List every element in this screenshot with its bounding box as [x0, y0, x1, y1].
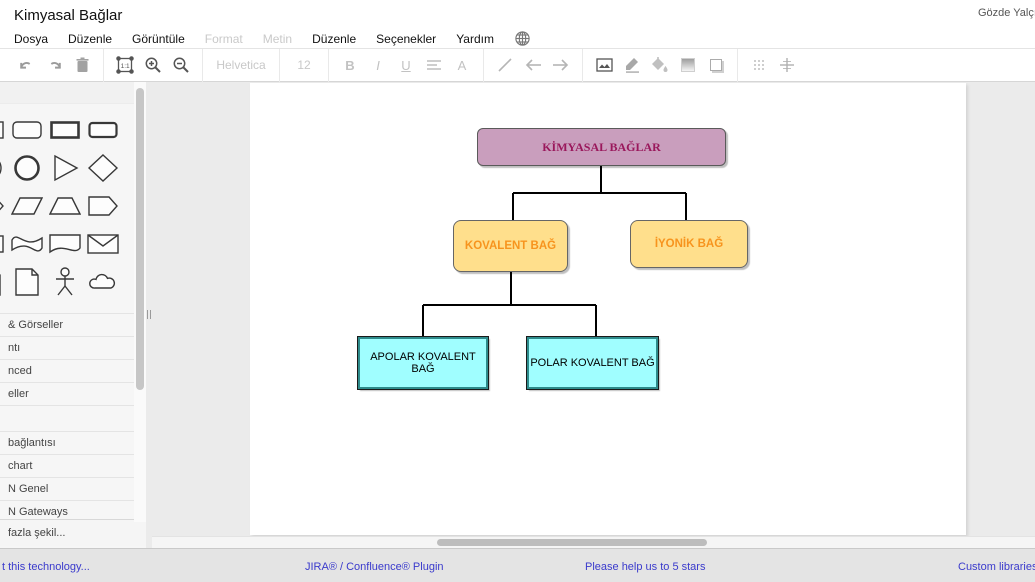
undo-icon[interactable]: [13, 51, 39, 79]
gradient-icon: [675, 51, 701, 79]
menu-secenekler[interactable]: Seçenekler: [376, 31, 437, 46]
shape-envelope[interactable]: [84, 225, 122, 263]
shape-circle[interactable]: [8, 149, 46, 187]
shape-note[interactable]: [8, 263, 46, 301]
shape-step-arrow[interactable]: [84, 187, 122, 225]
font-size-select: 12: [297, 58, 311, 72]
footer-link-custom-libraries[interactable]: Custom libraries: [958, 561, 1035, 573]
toolbar-separator: [202, 48, 203, 82]
redo-icon[interactable]: [41, 51, 67, 79]
shape-rectangle[interactable]: [0, 225, 8, 263]
actual-size-icon[interactable]: 1:1: [112, 51, 138, 79]
shape-bold-rectangle[interactable]: [46, 111, 84, 149]
footer-link-technology[interactable]: t this technology...: [2, 561, 90, 573]
toolbar-separator: [737, 48, 738, 82]
status-footer: t this technology... JIRA® / Confluence®…: [0, 548, 1035, 582]
menu-duzenle-arrange[interactable]: Düzenle: [312, 31, 357, 46]
canvas-horizontal-scrollbar[interactable]: [152, 536, 1035, 548]
menu-yardim[interactable]: Yardım: [456, 31, 494, 46]
footer-link-rate-us[interactable]: Please help us to 5 stars: [585, 561, 706, 573]
main-area: & Görseller ntı nced eller bağlantısı ch…: [0, 82, 1035, 548]
globe-icon[interactable]: [514, 30, 531, 47]
shape-note[interactable]: [0, 263, 8, 301]
category-row[interactable]: & Görseller: [0, 313, 146, 336]
toolbar: 1:1 Helvetica 12 B I U A: [0, 48, 1035, 82]
grid-icon[interactable]: [746, 51, 772, 79]
category-row[interactable]: [0, 405, 146, 431]
guides-icon[interactable]: [774, 51, 800, 79]
sidebar-splitter[interactable]: [146, 82, 152, 548]
shape-trapezoid[interactable]: [46, 187, 84, 225]
category-row[interactable]: ntı: [0, 336, 146, 359]
sidebar-scrollbar-thumb[interactable]: [136, 88, 144, 390]
shadow-icon: [703, 51, 729, 79]
edge-arrow-right-icon: [548, 51, 574, 79]
diagram-node-polar-kovalent-bag[interactable]: POLAR KOVALENT BAĞ: [526, 336, 659, 390]
footer-link-jira-plugin[interactable]: JIRA® / Confluence® Plugin: [305, 561, 444, 573]
category-row[interactable]: N Genel: [0, 477, 146, 500]
delete-icon[interactable]: [69, 51, 95, 79]
diagram-node-iyonik-bag[interactable]: İYONİK BAĞ: [630, 220, 748, 268]
toolbar-separator: [328, 48, 329, 82]
splitter-grip-icon: [147, 310, 151, 319]
diagram-edges[interactable]: [250, 83, 966, 535]
shape-rectangle[interactable]: [0, 111, 8, 149]
shape-ellipse[interactable]: [0, 149, 8, 187]
user-name: Gözde Yalçın: [978, 7, 1035, 19]
shape-palette: [0, 111, 122, 301]
category-row[interactable]: N Gateways: [0, 500, 146, 523]
canvas-background[interactable]: KİMYASAL BAĞLAR KOVALENT BAĞ İYONİK BAĞ …: [152, 82, 1035, 548]
underline-icon: U: [401, 57, 411, 73]
title-bar: Kimyasal Bağlar Gözde Yalçın Dosya Düzen…: [0, 0, 1035, 48]
drawing-page[interactable]: KİMYASAL BAĞLAR KOVALENT BAĞ İYONİK BAĞ …: [250, 83, 966, 535]
font-color-icon: A: [457, 57, 467, 73]
shape-actor[interactable]: [46, 263, 84, 301]
menu-dosya[interactable]: Dosya: [14, 31, 49, 46]
document-title[interactable]: Kimyasal Bağlar: [14, 7, 123, 24]
menu-format: Format: [204, 31, 243, 46]
toolbar-separator: [279, 48, 280, 82]
edge-arrow-left-icon: [520, 51, 546, 79]
toolbar-separator: [582, 48, 583, 82]
shape-banner[interactable]: [8, 225, 46, 263]
fill-color-icon: [647, 51, 673, 79]
svg-text:1:1: 1:1: [121, 63, 130, 70]
diagram-node-kovalent-bag[interactable]: KOVALENT BAĞ: [453, 220, 568, 272]
diagram-node-apolar-kovalent-bag[interactable]: APOLAR KOVALENT BAĞ: [357, 336, 489, 390]
zoom-out-icon[interactable]: [168, 51, 194, 79]
shape-category-list: & Görseller ntı nced eller bağlantısı ch…: [0, 313, 146, 523]
align-icon: [421, 51, 447, 79]
shape-chevron[interactable]: [0, 187, 8, 225]
sidebar-header-partial: [0, 82, 146, 104]
bold-icon: B: [345, 57, 355, 73]
category-row[interactable]: chart: [0, 454, 146, 477]
image-icon[interactable]: [591, 51, 617, 79]
menu-duzenle[interactable]: Düzenle: [68, 31, 113, 46]
shape-bold-rounded-rectangle[interactable]: [84, 111, 122, 149]
line-color-icon: [619, 51, 645, 79]
shape-triangle[interactable]: [46, 149, 84, 187]
sidebar-scrollbar[interactable]: [134, 82, 146, 522]
canvas-horizontal-scrollbar-thumb[interactable]: [437, 539, 707, 546]
category-row[interactable]: eller: [0, 382, 146, 405]
menu-bar: Dosya Düzenle Görüntüle Format Metin Düz…: [14, 30, 531, 47]
italic-icon: I: [376, 57, 380, 73]
shape-parallelogram[interactable]: [8, 187, 46, 225]
shape-sidebar: & Görseller ntı nced eller bağlantısı ch…: [0, 82, 146, 548]
zoom-in-icon[interactable]: [140, 51, 166, 79]
category-row[interactable]: bağlantısı: [0, 431, 146, 454]
line-icon: [492, 51, 518, 79]
category-row[interactable]: nced: [0, 359, 146, 382]
font-family-select: Helvetica: [216, 58, 266, 72]
diagram-node-kimyasal-baglar[interactable]: KİMYASAL BAĞLAR: [477, 128, 726, 166]
shape-rounded-rectangle[interactable]: [8, 111, 46, 149]
menu-metin: Metin: [262, 31, 293, 46]
menu-goruntule[interactable]: Görüntüle: [132, 31, 185, 46]
shape-diamond[interactable]: [84, 149, 122, 187]
toolbar-separator: [483, 48, 484, 82]
shape-cloud[interactable]: [84, 263, 122, 301]
toolbar-separator: [103, 48, 104, 82]
shape-document[interactable]: [46, 225, 84, 263]
more-shapes-button[interactable]: fazla şekil...: [0, 519, 146, 546]
